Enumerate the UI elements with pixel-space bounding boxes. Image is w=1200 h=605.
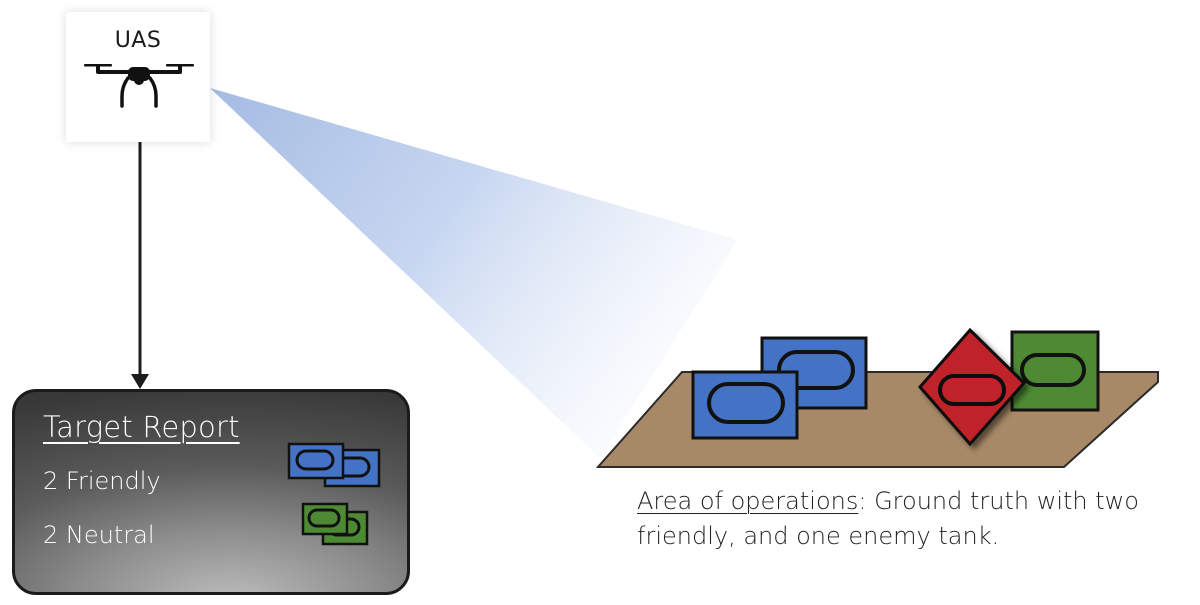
report-friendly-count: 2 Friendly [43,467,161,495]
enemy-tank-icon [918,327,1027,447]
report-title: Target Report [43,410,240,444]
sensor-beam [210,88,738,458]
report-neutral-count: 2 Neutral [43,521,155,549]
area-caption: Area of operations: Ground truth with tw… [637,484,1157,554]
friendly-tank-icon [287,442,381,488]
report-arrow-head [131,374,149,389]
neutral-tank-icon [301,502,369,546]
uas-label: UAS [114,28,162,53]
caption-heading: Area of operations [637,487,859,515]
neutral-tank-icon [1010,330,1100,412]
uas-node: UAS [66,12,210,142]
target-report-panel: Target Report 2 Friendly 2 Neutral [12,389,410,595]
caption-text: : Ground truth with two friendly, and on… [637,487,1139,550]
friendly-tank-icon [691,370,799,440]
drone-icon [84,64,194,108]
